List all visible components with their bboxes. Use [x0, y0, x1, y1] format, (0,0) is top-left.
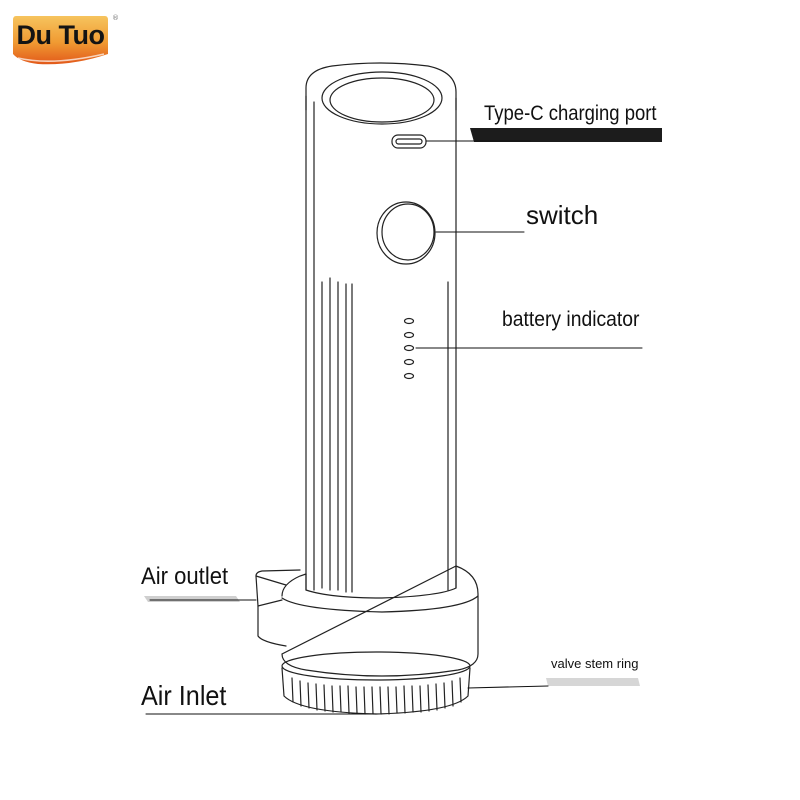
air-outlet-label: Air outlet	[141, 563, 229, 590]
device-body	[305, 62, 457, 593]
valve-stem-ring-label: valve stem ring	[551, 656, 639, 671]
usb-c-port	[391, 134, 427, 149]
power-button	[376, 201, 436, 265]
logo-badge	[13, 16, 108, 65]
port-label-shadow	[470, 128, 662, 142]
valve-stem-ring	[281, 651, 471, 715]
switch-label: switch	[526, 200, 599, 230]
air-inlet-label: Air Inlet	[141, 680, 227, 711]
logo-text: Du Tuo	[16, 20, 105, 50]
base-collar	[281, 565, 479, 677]
outlet-label-shadow	[144, 596, 240, 602]
valve-label-shadow	[546, 678, 640, 686]
brand-logo: Du Tuo	[12, 14, 109, 66]
registered-mark: ®	[112, 14, 119, 22]
valve-leader	[467, 685, 549, 689]
air-outlet-nozzle	[255, 569, 301, 647]
charging-port-label: Type-C charging port	[484, 102, 657, 125]
battery-leds	[403, 317, 415, 380]
battery-indicator-label: battery indicator	[502, 308, 640, 331]
